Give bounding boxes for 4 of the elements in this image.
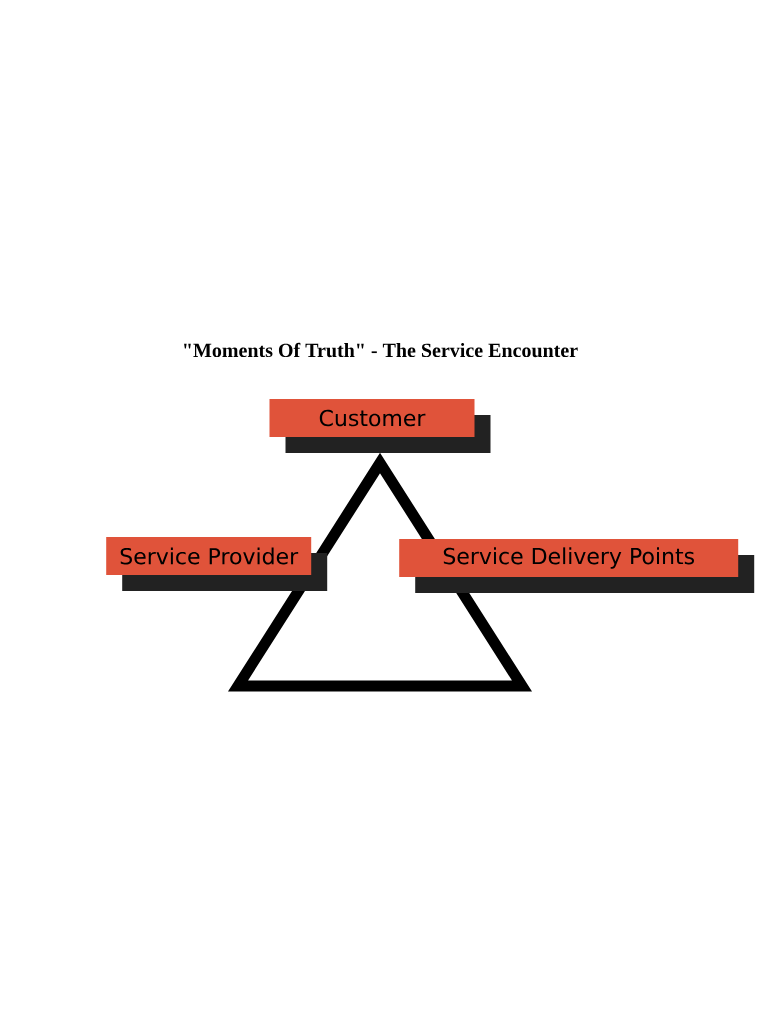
label-box: Service Delivery Points xyxy=(399,539,755,593)
label-box: Customer xyxy=(269,399,491,453)
label-box: Service Provider xyxy=(106,537,328,591)
title: "Moments Of Truth" - The Service Encounter xyxy=(184,342,578,358)
